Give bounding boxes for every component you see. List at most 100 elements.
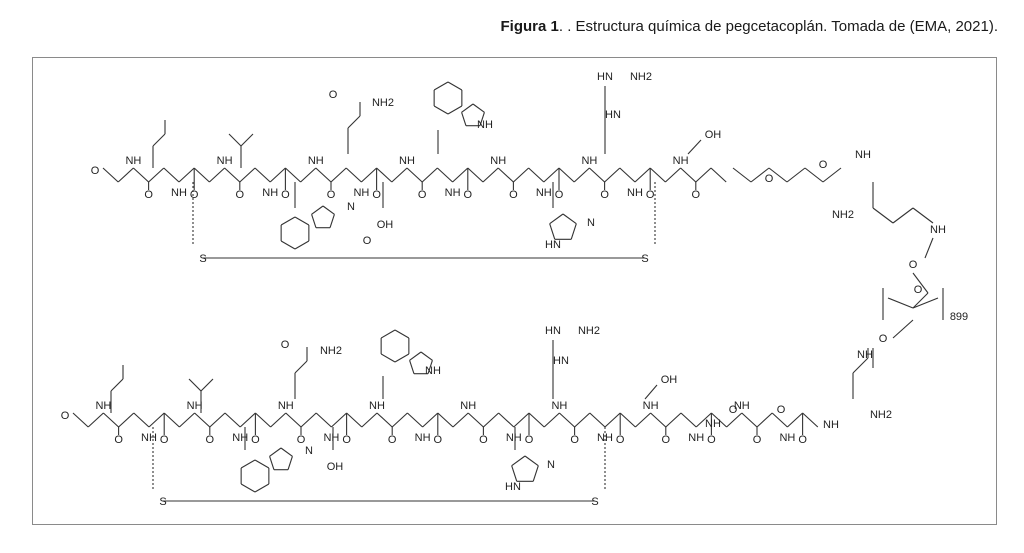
indole-pyrrole-ring (280, 447, 293, 457)
amide-nh-label: NH (627, 187, 643, 199)
ether-oxygen-label: O (819, 159, 828, 171)
imidazole-ring (511, 455, 526, 467)
indole-ring (254, 459, 270, 469)
amide-nh2-label: NH2 (870, 409, 892, 421)
lysine-bond (892, 207, 914, 224)
imidazole-n-label: N (587, 217, 595, 229)
backbone-bond (209, 167, 225, 183)
carbonyl-oxygen-label: O (342, 434, 351, 446)
linker-bond (804, 167, 824, 183)
backbone-bond (285, 412, 302, 428)
amide-nh-label: NH (460, 400, 476, 412)
imidazole-n-label: N (547, 459, 555, 471)
amide-nh2-label: NH2 (320, 345, 342, 357)
backbone-bond (711, 412, 727, 428)
indole-ring (294, 240, 310, 250)
acetyl-oxygen-label: O (91, 165, 100, 177)
backbone-bond (619, 412, 636, 428)
imidazole-ring (570, 223, 577, 240)
imidazole-ring (549, 223, 556, 240)
amide-nh2-label: NH2 (832, 209, 854, 221)
amide-nh-label: NH (855, 149, 871, 161)
figure-caption-text: . . Estructura química de pegcetacoplán.… (558, 18, 998, 35)
carbonyl-oxygen-label: O (236, 189, 245, 201)
amide-nh-label: NH (857, 349, 873, 361)
linker-bond (768, 167, 788, 183)
backbone-bond (193, 167, 210, 183)
carbonyl-oxygen-label: O (464, 189, 473, 201)
backbone-bond (741, 412, 758, 428)
ether-oxygen-label: O (777, 404, 786, 416)
guanidine-nh2-label: NH2 (578, 325, 600, 337)
carbamate-bond (924, 237, 934, 259)
hydroxyl-label: OH (661, 374, 678, 386)
indole-ring (280, 240, 296, 250)
indole-pyrrole-ring (461, 103, 474, 113)
indole-nh-label: NH (477, 119, 493, 131)
backbone-bond (285, 167, 301, 183)
backbone-bond (543, 167, 560, 183)
backbone-bond (361, 167, 377, 183)
hydroxyl-label: OH (705, 129, 722, 141)
carbonyl-oxygen-label: O (509, 189, 518, 201)
indole-pyrrole-ring (479, 112, 485, 126)
backbone-bond (103, 412, 119, 428)
amide-nh-label: NH (779, 432, 795, 444)
guanidine-hn-label: HN (553, 355, 569, 367)
carbonyl-oxygen-label: O (525, 434, 534, 446)
backbone-bond (467, 412, 484, 428)
carbamate-oxygen-label: O (909, 259, 918, 271)
amide-nh-label: NH (445, 187, 461, 199)
carbonyl-oxygen-label: O (616, 434, 625, 446)
backbone-bond (559, 412, 575, 428)
amide-nh2-label: NH2 (372, 97, 394, 109)
backbone-bond (665, 167, 681, 183)
peg-bond (912, 297, 939, 309)
lysine-bond (852, 357, 869, 374)
carbonyl-oxygen-label: O (479, 434, 488, 446)
guanidine-hn-label: HN (597, 71, 613, 83)
backbone-bond (543, 412, 560, 428)
guanidine-hn-label: HN (545, 325, 561, 337)
backbone-bond (558, 167, 575, 183)
backbone-bond (604, 412, 621, 428)
side-chain-bond (687, 139, 702, 155)
carbonyl-oxygen-label: O (600, 189, 609, 201)
backbone-bond (117, 167, 134, 183)
carbonyl-oxygen-label: O (372, 189, 381, 201)
backbone-bond (680, 412, 697, 428)
imidazole-ring (562, 213, 577, 225)
indole-pyrrole-ring (311, 214, 317, 228)
sulfur-label: S (199, 253, 206, 265)
backbone-bond (421, 167, 438, 183)
imidazole-hn-label: HN (505, 481, 521, 493)
carbonyl-oxygen-label: O (327, 189, 336, 201)
backbone-bond (574, 412, 591, 428)
backbone-bond (771, 412, 788, 428)
backbone-bond (634, 167, 651, 183)
backbone-bond (300, 167, 317, 183)
side-chain-bond (347, 115, 361, 129)
backbone-bond (513, 412, 530, 428)
indole-ring (380, 353, 396, 363)
backbone-bond (345, 167, 362, 183)
backbone-bond (710, 167, 727, 183)
hydroxyl-label: OH (377, 219, 394, 231)
amide-nh-label: NH (506, 432, 522, 444)
peg-oxygen-label: O (914, 284, 923, 296)
amide-nh-label: NH (369, 400, 385, 412)
amide-nh-label: NH (581, 155, 597, 167)
backbone-bond (315, 167, 332, 183)
oxygen-label: O (281, 339, 290, 351)
lysine-bond (872, 207, 894, 224)
peg-bond (892, 319, 914, 339)
carbonyl-oxygen-label: O (206, 434, 215, 446)
imidazole-ring (549, 213, 564, 225)
amide-nh-label: NH (278, 400, 294, 412)
backbone-bond (224, 167, 241, 183)
imidazole-ring (511, 465, 518, 482)
backbone-bond (452, 412, 469, 428)
indole-pyrrole-ring (269, 456, 275, 470)
